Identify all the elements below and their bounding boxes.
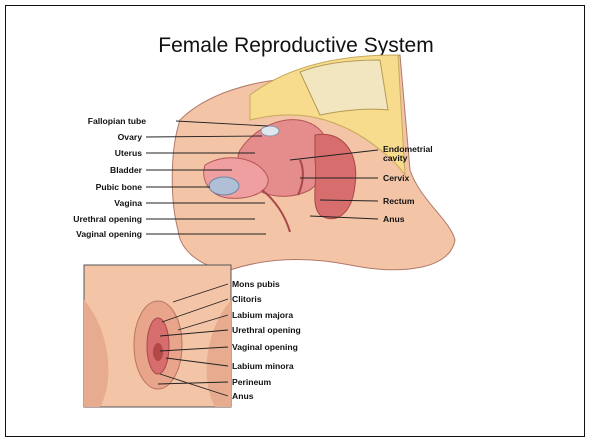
label-anus-sagittal: Anus: [383, 214, 404, 224]
label-uterus: Uterus: [115, 148, 142, 158]
label-mons-pubis: Mons pubis: [232, 279, 280, 289]
pubic-bone: [209, 177, 239, 195]
label-vagina: Vagina: [114, 198, 142, 208]
label-labium-majora: Labium majora: [232, 310, 293, 320]
ovary-shape: [261, 126, 279, 136]
label-labium-minora: Labium minora: [232, 361, 294, 371]
label-rectum: Rectum: [383, 196, 415, 206]
label-vaginal-opening: Vaginal opening: [76, 229, 142, 239]
label-urethral-opening-external: Urethral opening: [232, 325, 301, 335]
label-urethral-opening: Urethral opening: [73, 214, 142, 224]
label-bladder: Bladder: [110, 165, 142, 175]
label-fallopian-tube: Fallopian tube: [88, 116, 146, 126]
label-cervix: Cervix: [383, 173, 409, 183]
label-perineum: Perineum: [232, 377, 271, 387]
label-clitoris: Clitoris: [232, 294, 262, 304]
label-pubic-bone: Pubic bone: [96, 182, 142, 192]
vaginal-opening-shape: [153, 343, 163, 361]
label-cavity: cavity: [383, 153, 407, 163]
label-ovary: Ovary: [118, 132, 142, 142]
label-vaginal-opening-external: Vaginal opening: [232, 342, 298, 352]
label-anus-external: Anus: [232, 391, 253, 401]
